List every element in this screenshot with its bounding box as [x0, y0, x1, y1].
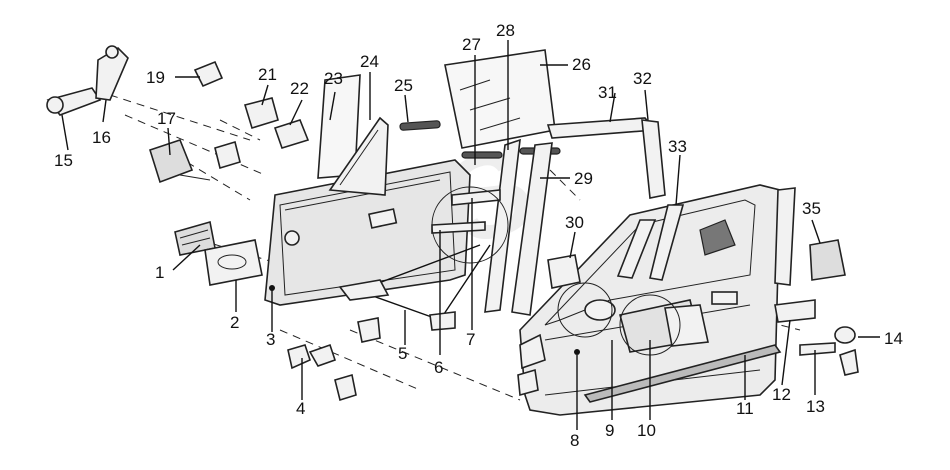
- callout-23: 23: [324, 69, 343, 88]
- callout-22: 22: [290, 79, 309, 98]
- callout-2: 2: [230, 313, 239, 332]
- callout-27: 27: [462, 35, 481, 54]
- door-shell: [517, 184, 781, 416]
- callout-35: 35: [802, 199, 821, 218]
- callout-3: 3: [266, 330, 275, 349]
- callout-10: 10: [637, 421, 656, 440]
- door-trim-panel: [264, 159, 471, 306]
- callout-24: 24: [360, 52, 379, 71]
- callout-12: 12: [772, 385, 791, 404]
- callout-13: 13: [806, 397, 825, 416]
- callout-11: 11: [736, 399, 754, 418]
- hardware-parts: [46, 45, 859, 403]
- callout-9: 9: [605, 421, 614, 440]
- callout-31: 31: [598, 83, 617, 102]
- callout-8: 8: [570, 431, 579, 450]
- callout-32: 32: [633, 69, 652, 88]
- callout-labels: 1 2 3 4 5 6 7 8 9 10 11 12 13 14 15 16 1…: [54, 21, 903, 450]
- callout-30: 30: [565, 213, 584, 232]
- callout-5: 5: [398, 344, 407, 363]
- callout-15: 15: [54, 151, 73, 170]
- run-channels: [399, 117, 685, 316]
- callout-16: 16: [92, 128, 111, 147]
- callout-4: 4: [296, 399, 305, 418]
- callout-6: 6: [434, 358, 443, 377]
- callout-26: 26: [572, 55, 591, 74]
- callout-7: 7: [466, 330, 475, 349]
- callout-21: 21: [258, 65, 277, 84]
- callout-1: 1: [155, 263, 164, 282]
- callout-33: 33: [668, 137, 687, 156]
- leader-lines: [61, 40, 880, 430]
- callout-28: 28: [496, 21, 515, 40]
- callout-19: 19: [146, 68, 165, 87]
- callout-29: 29: [574, 169, 593, 188]
- callout-14: 14: [884, 329, 903, 348]
- callout-17: 17: [157, 109, 176, 128]
- callout-25: 25: [394, 76, 413, 95]
- quarter-glass: [317, 74, 389, 196]
- window-glass: [444, 49, 556, 149]
